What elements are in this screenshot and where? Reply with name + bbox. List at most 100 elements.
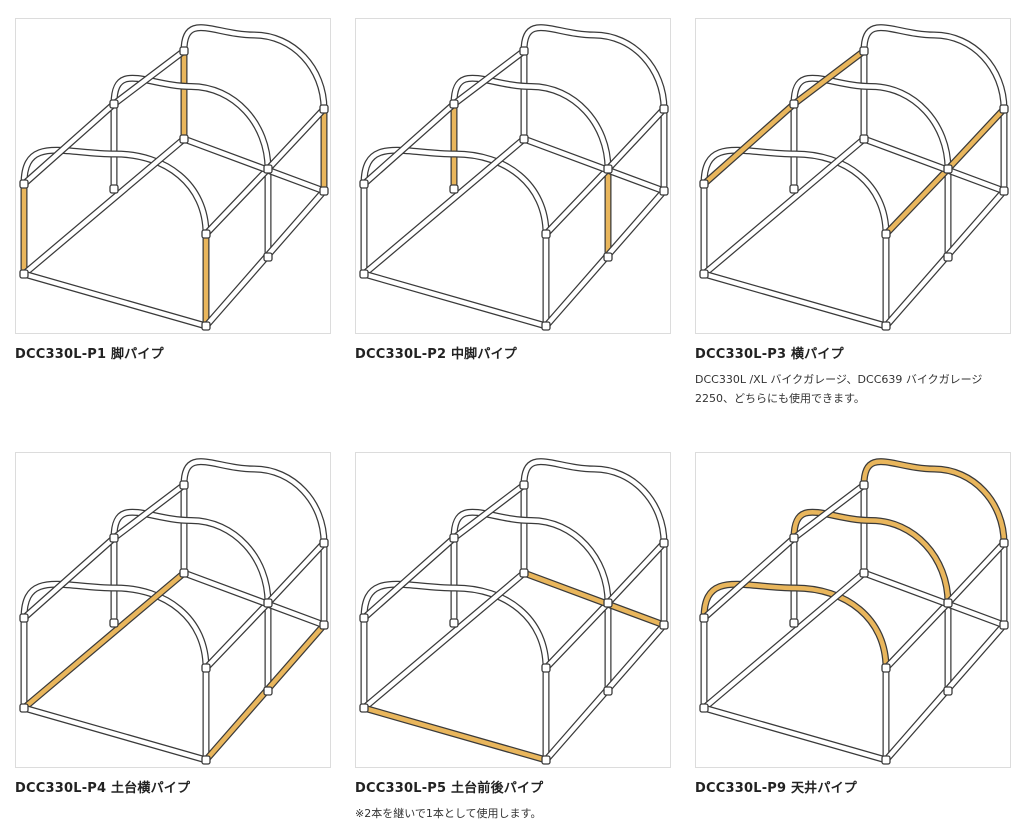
pipe-joint — [359, 179, 369, 189]
mid-arch-pipe-highlighted — [791, 510, 951, 606]
pipe-joint — [859, 134, 869, 144]
base-front-pipe — [361, 271, 549, 329]
front-arch-pipe — [361, 147, 549, 237]
base-front-pipe — [21, 705, 209, 763]
left-side-front-pipe — [21, 101, 117, 187]
pipe-joint — [943, 598, 953, 608]
pipe-diagram — [19, 24, 329, 331]
back-arch-pipe — [181, 459, 327, 546]
pipe-joint — [881, 229, 891, 239]
pipe-joint — [999, 620, 1009, 630]
pipe-joint — [603, 686, 613, 696]
base-back-pipe — [861, 136, 1007, 194]
pipe-joint — [659, 538, 669, 548]
pipe-joint — [699, 179, 709, 189]
base-left-pipe — [361, 136, 527, 277]
left-side-front-pipe-highlighted — [701, 101, 797, 187]
pipe-joint — [263, 164, 273, 174]
right-side-back-pipe — [265, 540, 327, 606]
product-title: DCC330L-P5 土台前後パイプ — [355, 781, 544, 796]
product-card-p3: DCC330L-P3 横パイプ DCC330L /XL バイクガレージ、DCC6… — [695, 18, 1011, 408]
pipe-joint — [519, 480, 529, 490]
pipe-joint — [881, 755, 891, 765]
pipe-joint — [699, 613, 709, 623]
pipe-joint — [603, 252, 613, 262]
right-side-back-pipe — [605, 540, 667, 606]
pipe-joint — [449, 533, 459, 543]
pipe-joint — [881, 321, 891, 331]
left-side-front-pipe — [361, 535, 457, 621]
product-card-p2: DCC330L-P2 中脚パイプ — [355, 18, 671, 364]
pipe-joint — [263, 252, 273, 262]
pipe-joint — [319, 620, 329, 630]
pipe-joint — [943, 164, 953, 174]
pipe-joint — [603, 164, 613, 174]
base-back-pipe — [521, 136, 667, 194]
right-side-back-pipe — [265, 106, 327, 172]
left-side-back-pipe — [451, 48, 527, 107]
product-card-p4: DCC330L-P4 土台横パイプ — [15, 452, 331, 798]
base-left-pipe — [701, 570, 867, 711]
pipe-diagram — [19, 458, 329, 765]
pipe-joint — [541, 755, 551, 765]
pipe-joint — [519, 134, 529, 144]
pipe-joint — [179, 480, 189, 490]
pipe-joint — [519, 46, 529, 56]
garage-frame-diagram — [695, 452, 1011, 768]
product-title: DCC330L-P9 天井パイプ — [695, 781, 857, 796]
pipe-joint — [109, 533, 119, 543]
mid-arch-pipe — [451, 76, 611, 172]
right-side-front-pipe — [543, 166, 611, 237]
pipe-joint — [201, 229, 211, 239]
pipe-joint — [263, 686, 273, 696]
front-arch-pipe — [21, 581, 209, 671]
pipe-joint — [109, 184, 119, 194]
left-side-back-pipe-highlighted — [791, 48, 867, 107]
left-side-front-pipe — [361, 101, 457, 187]
pipe-joint — [263, 598, 273, 608]
left-side-back-pipe — [111, 48, 187, 107]
pipe-joint — [603, 598, 613, 608]
right-side-back-pipe — [945, 540, 1007, 606]
pipe-joint — [319, 538, 329, 548]
pipe-joint — [19, 179, 29, 189]
pipe-joint — [19, 613, 29, 623]
back-arch-pipe-outline — [860, 458, 1008, 547]
product-card-p5: DCC330L-P5 土台前後パイプ ※2本を継いで1本として使用します。 — [355, 452, 671, 823]
pipe-joint — [201, 755, 211, 765]
base-back-pipe-highlighted — [521, 570, 667, 628]
pipe-joint — [359, 703, 369, 713]
garage-frame-diagram — [15, 452, 331, 768]
pipe-joint — [999, 538, 1009, 548]
right-side-back-pipe-highlighted — [945, 106, 1007, 172]
pipe-joint — [789, 184, 799, 194]
back-arch-pipe — [861, 25, 1007, 112]
product-note: DCC330L /XL バイクガレージ、DCC639 バイクガレージ2250、ど… — [695, 373, 983, 405]
back-arch-pipe-outline — [520, 458, 668, 547]
pipe-joint — [999, 104, 1009, 114]
pipe-joint — [109, 618, 119, 628]
base-back-pipe — [181, 136, 327, 194]
garage-frame-diagram — [695, 18, 1011, 334]
pipe-joint — [179, 134, 189, 144]
base-left-pipe — [21, 136, 187, 277]
base-left-pipe — [361, 570, 527, 711]
pipe-joint — [541, 229, 551, 239]
pipe-joint — [449, 618, 459, 628]
back-arch-pipe-outline — [180, 24, 328, 113]
base-front-pipe — [21, 271, 209, 329]
pipe-joint — [881, 663, 891, 673]
pipe-joint — [449, 99, 459, 109]
pipe-joint — [179, 568, 189, 578]
mid-arch-pipe — [451, 510, 611, 606]
left-side-back-pipe — [791, 482, 867, 541]
base-front-pipe — [701, 705, 889, 763]
base-front-pipe — [701, 271, 889, 329]
back-arch-pipe-outline — [180, 458, 328, 547]
pipe-joint — [19, 269, 29, 279]
pipe-joint — [519, 568, 529, 578]
left-side-front-pipe — [21, 535, 117, 621]
pipe-diagram — [699, 458, 1009, 765]
left-side-back-pipe — [451, 482, 527, 541]
pipe-joint — [201, 663, 211, 673]
